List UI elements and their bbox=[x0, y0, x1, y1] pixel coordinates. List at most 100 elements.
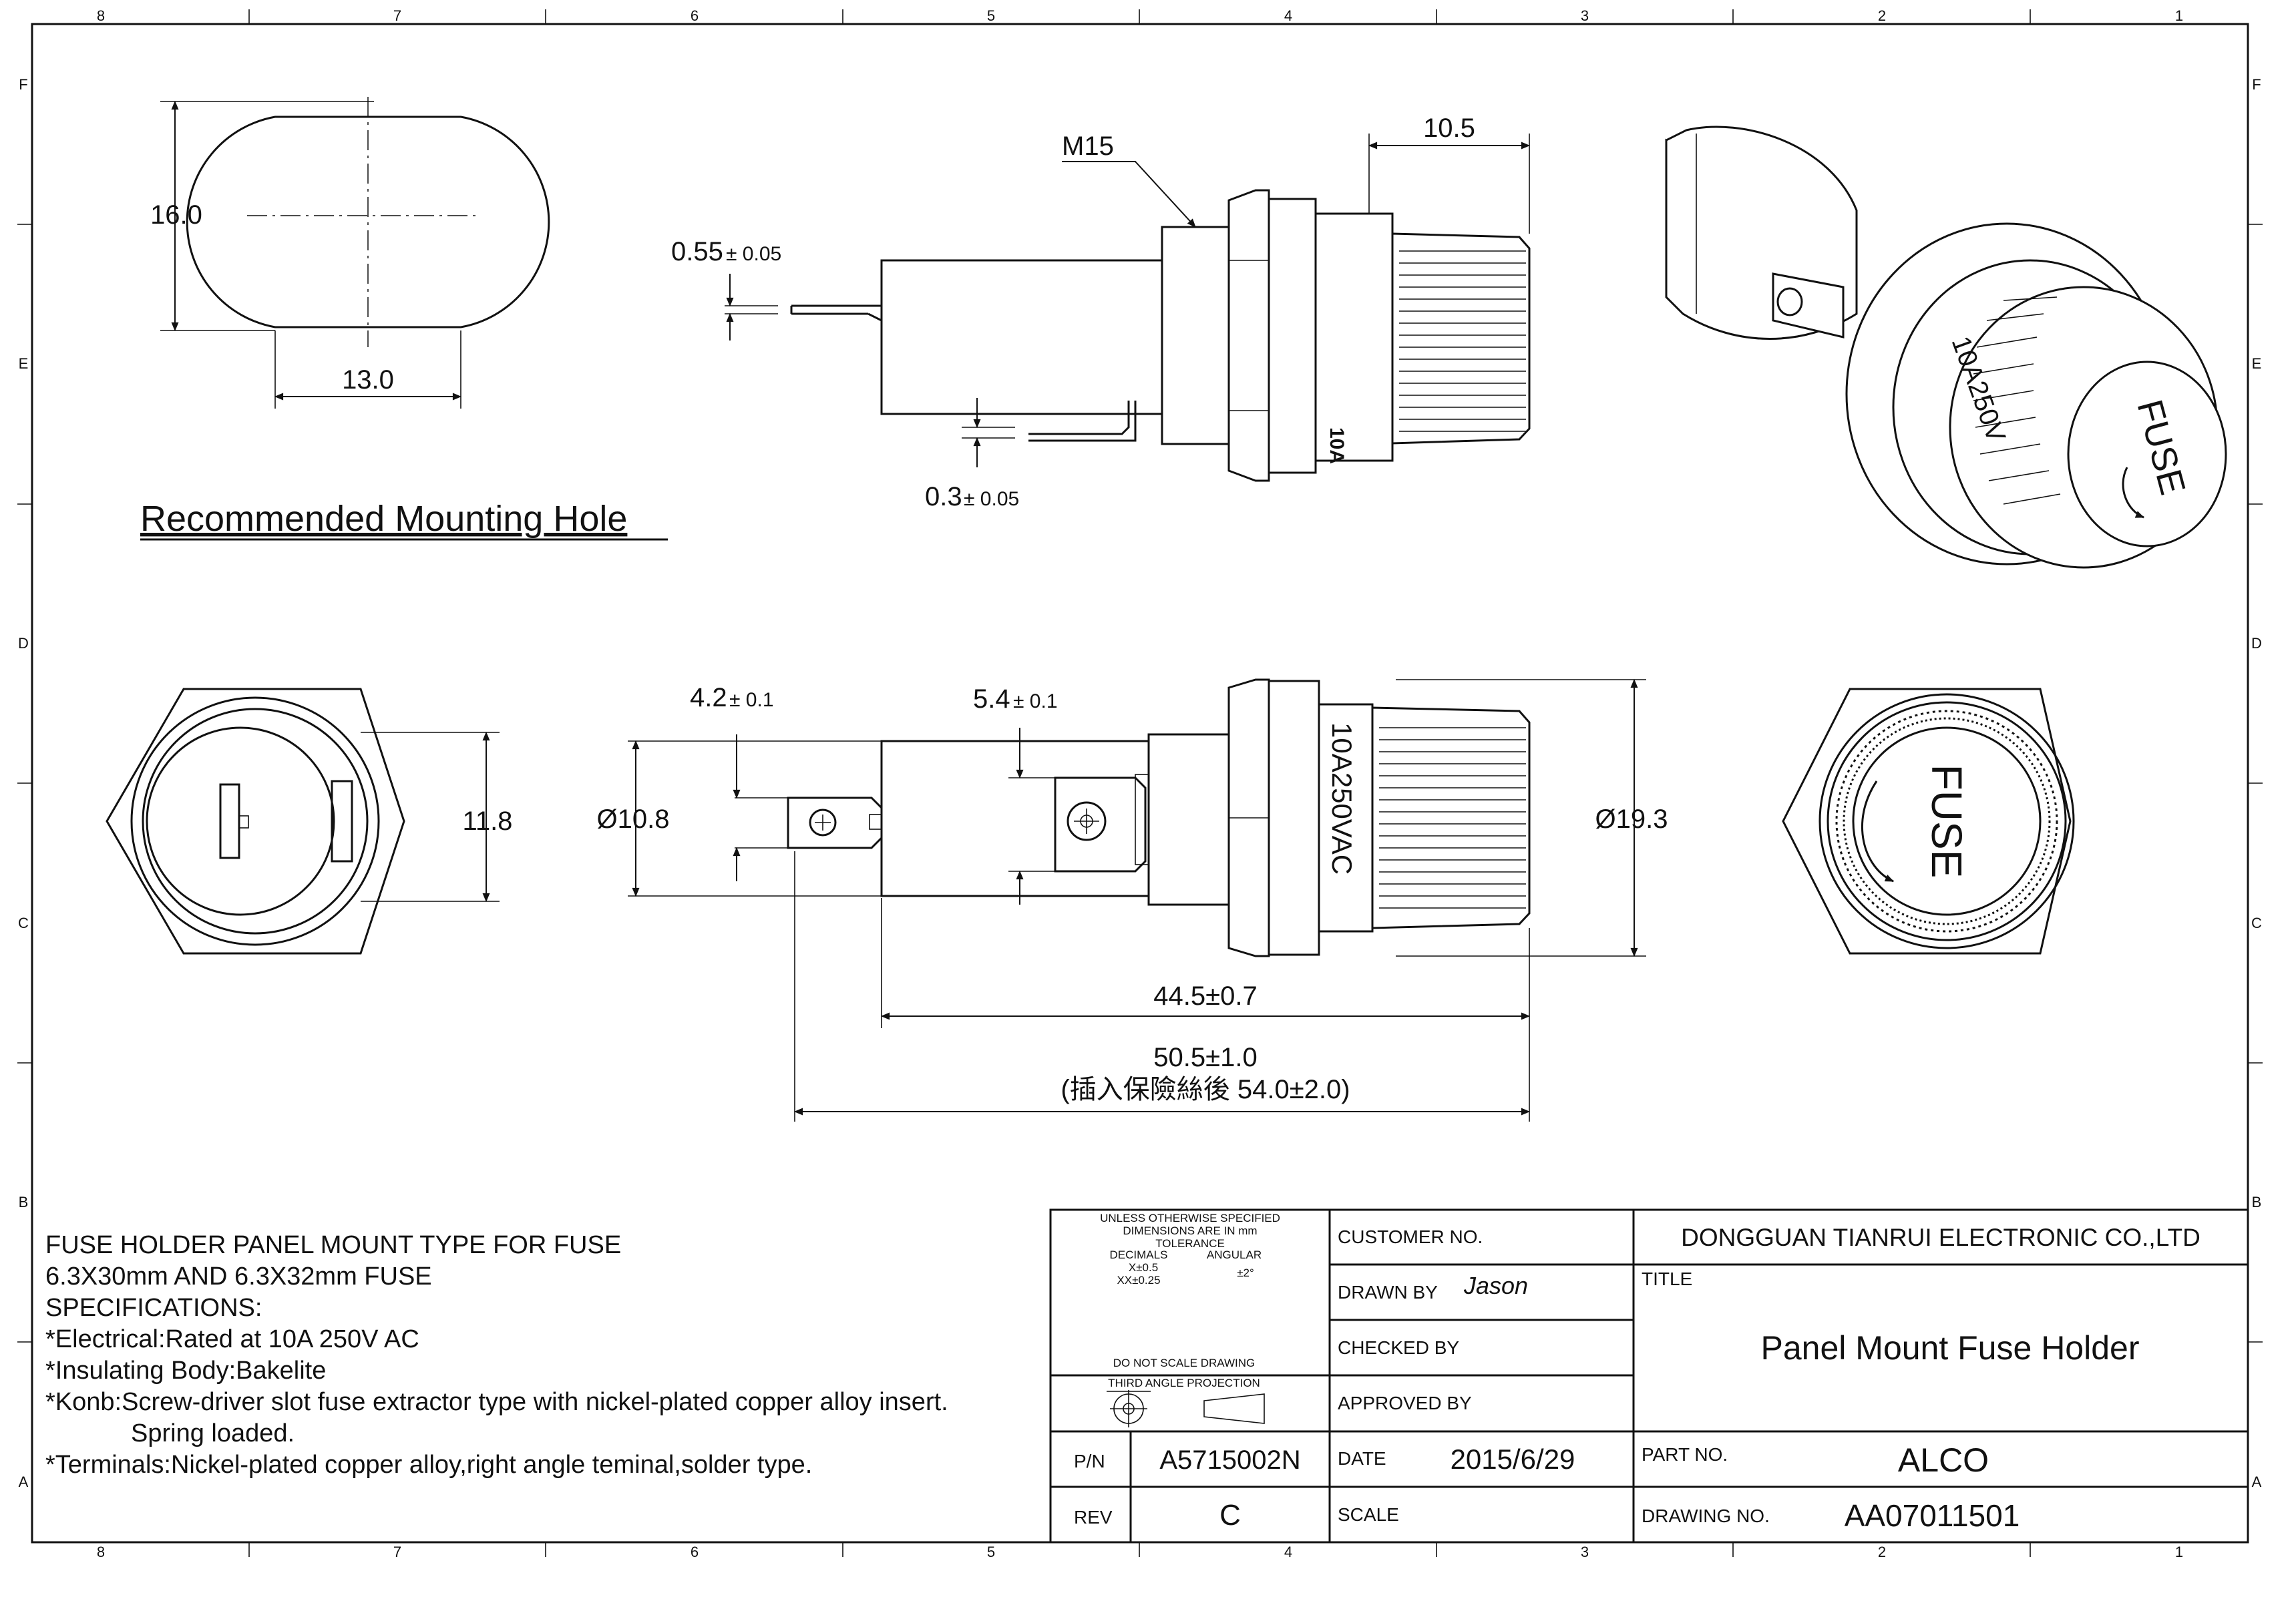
knob-fuse-label: FUSE bbox=[1923, 764, 1971, 879]
tolerance-line2: DIMENSIONS ARE IN mm bbox=[1123, 1224, 1257, 1237]
note-line: Spring loaded. bbox=[131, 1419, 295, 1447]
customer-label: CUSTOMER NO. bbox=[1338, 1226, 1483, 1247]
zone-row-label: A bbox=[2252, 1473, 2262, 1490]
knob-end-view: FUSE bbox=[1782, 688, 2075, 955]
tolerance-angular: ±2° bbox=[1237, 1267, 1254, 1279]
zone-col-label: 7 bbox=[393, 7, 401, 24]
rev-label: REV bbox=[1074, 1507, 1113, 1528]
terminal-thickness-tol: ± 0.05 bbox=[726, 243, 781, 265]
zone-col-label: 8 bbox=[97, 7, 105, 24]
zone-col-label: 5 bbox=[987, 7, 995, 24]
mounting-hole-title: Recommended Mounting Hole bbox=[140, 499, 627, 539]
note-line: *Insulating Body:Bakelite bbox=[45, 1357, 327, 1385]
zone-col-label: 5 bbox=[987, 1544, 995, 1560]
title-block: UNLESS OTHERWISE SPECIFIED DIMENSIONS AR… bbox=[1049, 1208, 2249, 1544]
body-dia-dim: Ø10.8 bbox=[597, 805, 670, 834]
zone-col-label: 3 bbox=[1581, 7, 1589, 24]
iso-terminal bbox=[1772, 272, 1845, 338]
drawing-title: Panel Mount Fuse Holder bbox=[1761, 1329, 2140, 1367]
knob-ribs bbox=[1399, 250, 1526, 432]
isometric-view: FUSE 10A250V bbox=[1665, 126, 2227, 569]
flat-dim: 11.8 bbox=[463, 807, 513, 836]
rev-value: C bbox=[1219, 1499, 1241, 1532]
knob-outline bbox=[1391, 232, 1531, 445]
zone-labels: 8 7 6 5 4 3 2 1 8 7 6 5 4 3 2 1 F E D C … bbox=[18, 7, 2262, 1560]
zone-row-label: B bbox=[19, 1194, 29, 1210]
pn-label: P/N bbox=[1074, 1451, 1105, 1471]
tab2-width-tol: ± 0.1 bbox=[1013, 690, 1058, 712]
note-line: *Terminals:Nickel-plated copper alloy,ri… bbox=[45, 1451, 813, 1479]
zone-row-label: B bbox=[2252, 1194, 2262, 1210]
note-line: SPECIFICATIONS: bbox=[45, 1294, 262, 1322]
zone-col-label: 6 bbox=[691, 7, 699, 24]
checked-label: CHECKED BY bbox=[1338, 1337, 1459, 1358]
date-label: DATE bbox=[1338, 1448, 1386, 1469]
front-knob-ribs bbox=[1379, 727, 1526, 909]
knob-end-hex bbox=[1782, 688, 2072, 955]
tolerance-xx: XX±0.25 bbox=[1117, 1274, 1160, 1287]
zone-col-label: 2 bbox=[1878, 7, 1886, 24]
part-label: PART NO. bbox=[1642, 1444, 1728, 1465]
terminal-gap-dim: 0.3 bbox=[925, 482, 962, 511]
zone-row-label: C bbox=[2251, 915, 2262, 931]
knob-dia-dim: Ø19.3 bbox=[1595, 805, 1668, 834]
front-rating-text: 10A250VAC bbox=[1326, 722, 1358, 875]
zone-row-label: C bbox=[18, 915, 29, 931]
front-knob-outline bbox=[1371, 706, 1531, 929]
title-label: TITLE bbox=[1642, 1269, 1692, 1289]
note-line: *Konb:Screw-driver slot fuse extractor t… bbox=[45, 1388, 948, 1416]
drawing-label: DRAWING NO. bbox=[1642, 1506, 1770, 1526]
part-value: ALCO bbox=[1898, 1441, 1989, 1479]
iso-knob-ribs bbox=[1973, 296, 2061, 505]
zone-row-label: E bbox=[19, 355, 29, 372]
iso-knob-face bbox=[2067, 361, 2227, 547]
terminal-gap-tol: ± 0.05 bbox=[964, 488, 1019, 510]
note-line: FUSE HOLDER PANEL MOUNT TYPE FOR FUSE bbox=[45, 1231, 622, 1259]
side-rating-text: 10A bbox=[1326, 427, 1348, 464]
zone-row-label: D bbox=[2251, 635, 2262, 652]
tolerance-x: X±0.5 bbox=[1129, 1261, 1158, 1274]
date-value: 2015/6/29 bbox=[1451, 1443, 1575, 1475]
hole-width-dim: 13.0 bbox=[342, 365, 394, 395]
pn-value: A5715002N bbox=[1159, 1445, 1300, 1475]
zone-col-label: 7 bbox=[393, 1544, 401, 1560]
tab1-width-tol: ± 0.1 bbox=[729, 689, 774, 711]
projection-label: THIRD ANGLE PROJECTION bbox=[1108, 1377, 1260, 1389]
zone-col-label: 8 bbox=[97, 1544, 105, 1560]
specification-notes: FUSE HOLDER PANEL MOUNT TYPE FOR FUSE 6.… bbox=[45, 1230, 1047, 1481]
zone-row-label: E bbox=[2252, 355, 2262, 372]
zone-col-label: 1 bbox=[2175, 7, 2183, 24]
tolerance-angular-label: ANGULAR bbox=[1207, 1248, 1262, 1261]
front-view: 10A250VAC 4.2 ± 0.1 5.4 ± 0.1 Ø10. bbox=[597, 678, 1668, 1122]
side-view: 10A M15 10.5 0.55 ± 0.05 0.3 ± 0.05 bbox=[671, 113, 1531, 511]
drawn-value: Jason bbox=[1463, 1272, 1528, 1299]
tab2-width-dim: 5.4 bbox=[973, 684, 1010, 714]
zone-col-label: 3 bbox=[1581, 1544, 1589, 1560]
total-length-note: (插入保險絲後 54.0±2.0) bbox=[1061, 1075, 1350, 1104]
approved-label: APPROVED BY bbox=[1338, 1393, 1472, 1413]
zone-col-label: 1 bbox=[2175, 1544, 2183, 1560]
rear-hex-nut bbox=[106, 688, 405, 955]
rear-view: 11.8 bbox=[106, 688, 513, 955]
note-line: *Electrical:Rated at 10A 250V AC bbox=[45, 1325, 419, 1353]
tolerance-decimals-label: DECIMALS bbox=[1110, 1248, 1168, 1261]
zone-row-label: A bbox=[19, 1473, 29, 1490]
note-line: 6.3X30mm AND 6.3X32mm FUSE bbox=[45, 1263, 432, 1291]
zone-col-label: 4 bbox=[1284, 7, 1292, 24]
drawing-number: AA07011501 bbox=[1845, 1498, 2020, 1533]
mounting-hole-view: 16.0 13.0 Recommended Mounting Hole bbox=[140, 97, 668, 541]
drawn-label: DRAWN BY bbox=[1338, 1282, 1438, 1303]
zone-row-label: F bbox=[2252, 76, 2261, 93]
terminal-thickness-dim: 0.55 bbox=[671, 237, 723, 266]
zone-col-label: 6 bbox=[691, 1544, 699, 1560]
tolerance-line1: UNLESS OTHERWISE SPECIFIED bbox=[1100, 1212, 1280, 1224]
knob-length-dim: 10.5 bbox=[1423, 113, 1475, 143]
tab1-width-dim: 4.2 bbox=[690, 683, 727, 712]
total-length-dim: 50.5±1.0 bbox=[1153, 1043, 1257, 1072]
zone-row-label: D bbox=[18, 635, 29, 652]
overall-length-dim: 44.5±0.7 bbox=[1153, 981, 1257, 1011]
tolerance-line3: TOLERANCE bbox=[1155, 1237, 1225, 1250]
zone-row-label: F bbox=[19, 76, 27, 93]
scale-label: SCALE bbox=[1338, 1504, 1399, 1525]
